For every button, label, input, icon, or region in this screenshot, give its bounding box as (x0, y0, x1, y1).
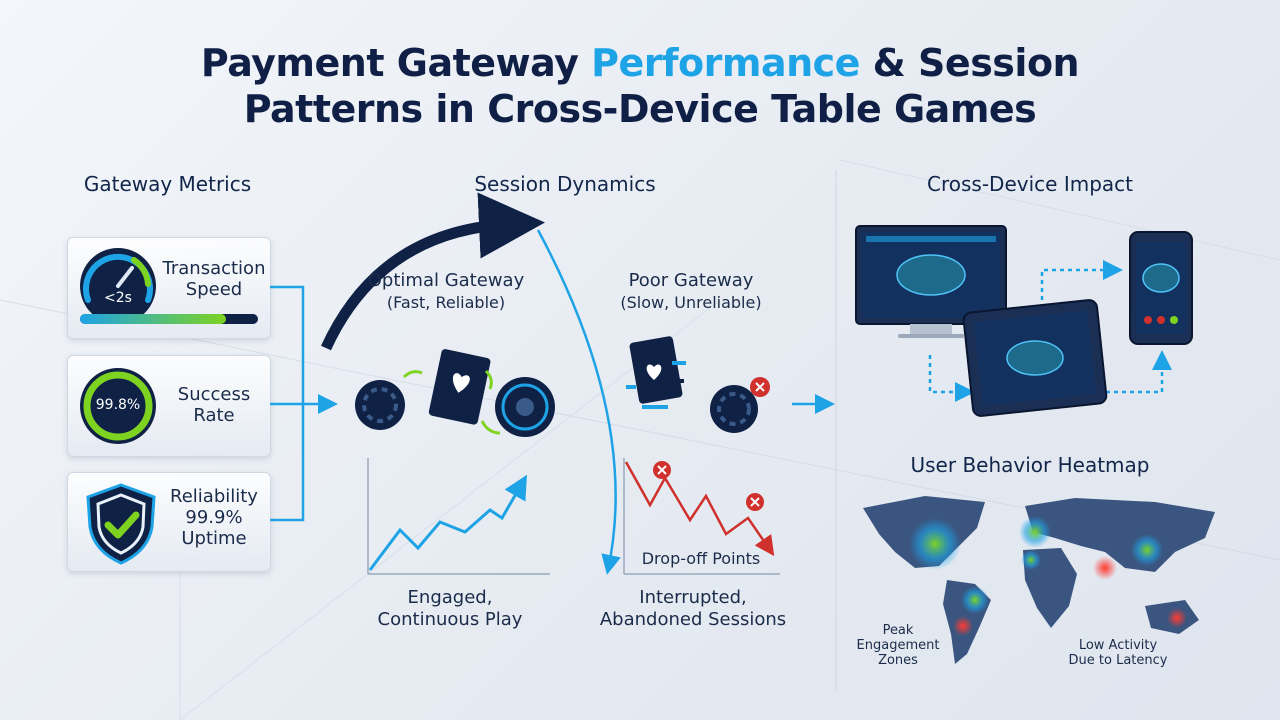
optimal-line2: (Fast, Reliable) (386, 293, 506, 312)
speed-progress-fill (80, 314, 226, 324)
reliability-label-line2: 99.9% (185, 507, 243, 528)
dropoff-label: Drop-off Points (641, 549, 761, 568)
roulette-wheel-icon (495, 377, 555, 437)
optimal-caption-line1: Engaged, (407, 587, 493, 608)
speedometer-icon (80, 248, 156, 324)
shield-check-icon (86, 483, 156, 565)
reliability-card: Reliability 99.9% Uptime (67, 472, 271, 572)
glitch-card-icon (626, 336, 686, 409)
low-line1: Low Activity (1078, 638, 1158, 653)
title-line2: Patterns in Cross-Device Table Games (243, 87, 1037, 131)
low-line2: Due to Latency (1068, 653, 1168, 668)
transaction-speed-label: Transaction Speed (160, 258, 268, 300)
poor-line1: Poor Gateway (628, 270, 754, 291)
optimal-caption: Engaged, Continuous Play (356, 587, 544, 631)
title-part2: & Session (859, 41, 1080, 85)
poker-chip-icon (355, 380, 405, 430)
optimal-gateway-label: Optimal Gateway (Fast, Reliable) (362, 270, 530, 314)
title-part1: Payment Gateway (200, 41, 592, 85)
gateway-metrics-heading: Gateway Metrics (83, 172, 252, 196)
devices-illustration (855, 225, 1193, 417)
reliability-label-line1: Reliability (170, 486, 258, 507)
poor-caption-line1: Interrupted, (639, 587, 747, 608)
speed-label-line2: Speed (185, 279, 243, 300)
peak-zones-label: Peak Engagement Zones (852, 623, 944, 668)
poor-game-icons (626, 336, 770, 433)
peak-line1: Peak (882, 623, 914, 638)
speed-gauge-value: <2s (104, 290, 132, 306)
success-ring-icon (80, 368, 156, 444)
success-ring-value: 99.8% (95, 397, 141, 413)
reliability-label: Reliability 99.9% Uptime (160, 486, 268, 549)
smartphone-icon (1129, 231, 1193, 345)
title-highlight: Performance (591, 41, 860, 85)
success-rate-label: Success Rate (160, 384, 268, 426)
poor-gateway-label: Poor Gateway (Slow, Unreliable) (606, 270, 776, 314)
speed-progress-bar (80, 314, 258, 324)
success-label-line1: Success (177, 384, 251, 405)
session-dynamics-heading: Session Dynamics (474, 172, 656, 196)
desktop-monitor-icon (855, 225, 1007, 338)
failed-chip-icon (710, 377, 770, 433)
peak-line2: Engagement (856, 638, 940, 653)
speed-label-line1: Transaction (162, 258, 266, 279)
heatmap-heading: User Behavior Heatmap (910, 453, 1150, 477)
transaction-speed-card: <2s Transaction Speed (67, 237, 271, 339)
success-rate-card: 99.8% Success Rate (67, 355, 271, 457)
optimal-game-icons (355, 349, 555, 437)
poor-line2: (Slow, Unreliable) (620, 293, 762, 312)
success-label-line2: Rate (193, 405, 235, 426)
optimal-caption-line2: Continuous Play (377, 609, 523, 630)
page-title: Payment Gateway Performance & Session Pa… (0, 40, 1280, 132)
optimal-line1: Optimal Gateway (367, 270, 525, 291)
poor-caption: Interrupted, Abandoned Sessions (588, 587, 798, 631)
cross-device-heading: Cross-Device Impact (927, 172, 1133, 196)
playing-card-icon (428, 349, 491, 425)
poor-caption-line2: Abandoned Sessions (599, 609, 787, 630)
tablet-icon (962, 299, 1108, 417)
world-heatmap (863, 496, 1215, 664)
peak-line3: Zones (878, 653, 918, 668)
low-activity-label: Low Activity Due to Latency (1062, 638, 1174, 668)
reliability-label-line3: Uptime (181, 528, 247, 549)
